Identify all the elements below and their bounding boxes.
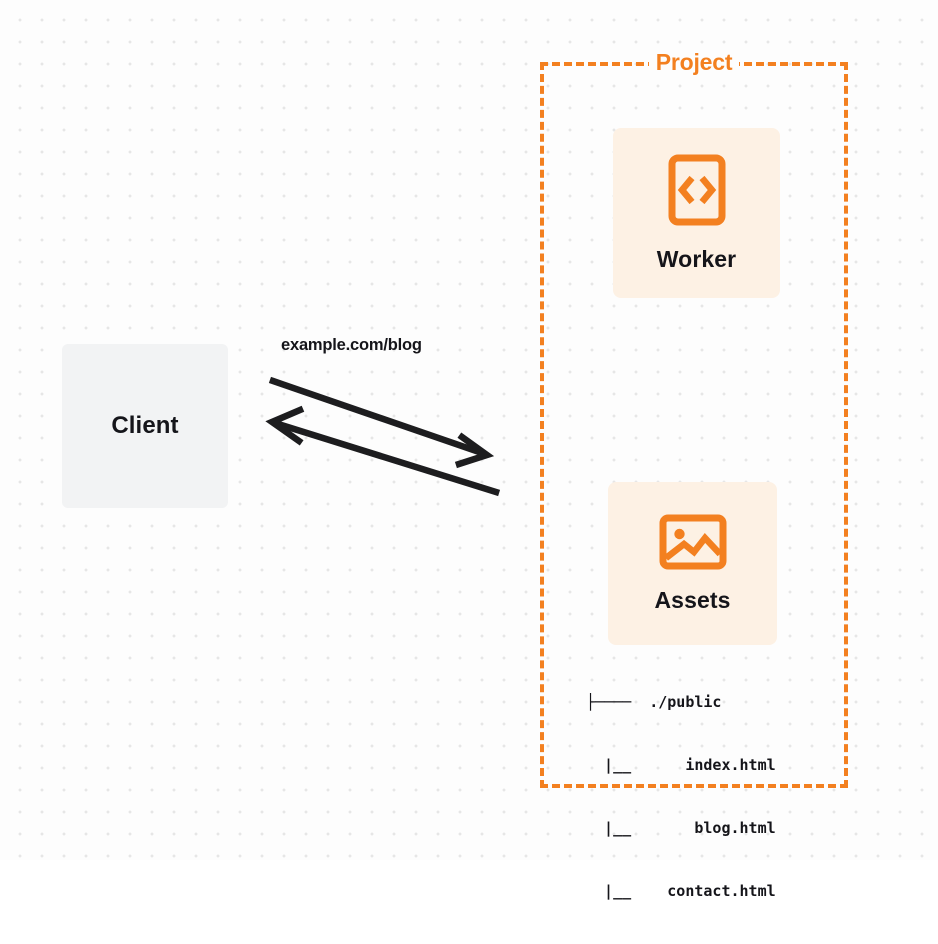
node-assets[interactable]: Assets [608, 482, 777, 645]
node-worker[interactable]: Worker [613, 128, 780, 298]
arrow-left-icon [265, 405, 501, 497]
assets-file-tree: ├──── ./public |__ index.html |__ blog.h… [586, 650, 776, 944]
arrow-right-icon [268, 376, 495, 469]
diagram-canvas: Client example.com/blog Project Worker [0, 0, 938, 900]
image-icon [659, 514, 726, 570]
file-tree-row: ├──── ./public [586, 693, 722, 711]
assets-label: Assets [654, 587, 731, 613]
file-tree-row: |__ contact.html [586, 882, 776, 900]
client-label: Client [111, 412, 179, 439]
code-brackets-icon [668, 154, 725, 225]
edge-label: example.com/blog [281, 336, 422, 354]
file-tree-row: |__ blog.html [586, 819, 776, 837]
node-client[interactable]: Client [62, 344, 228, 508]
worker-label: Worker [656, 245, 737, 272]
file-tree-row: |__ index.html [586, 756, 776, 774]
